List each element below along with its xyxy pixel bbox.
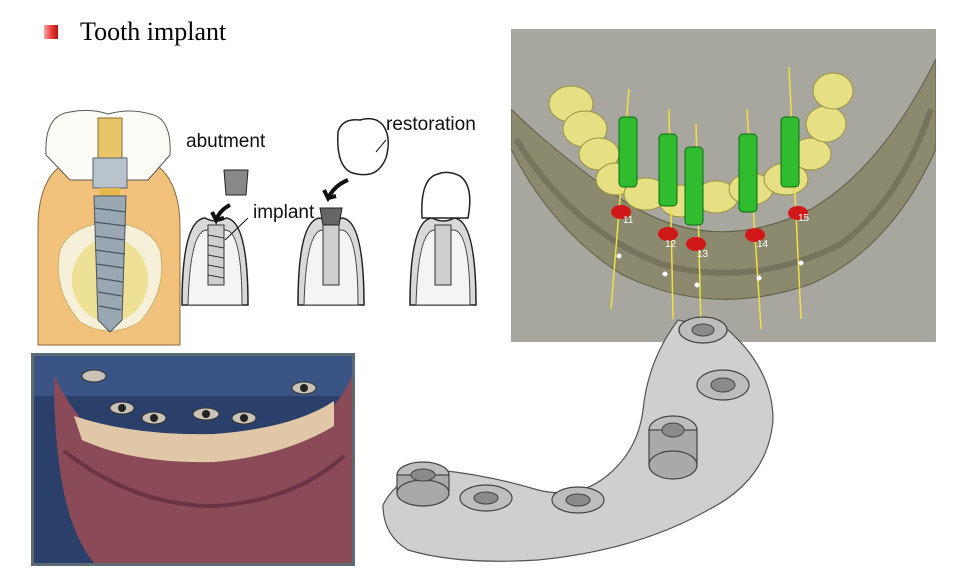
slide-title-row: Tooth implant <box>44 14 226 50</box>
implant-label: implant <box>253 202 315 223</box>
implant-marker-12: 12 <box>665 239 677 250</box>
abutment-step-icon <box>297 178 365 306</box>
implant-marker-15: 15 <box>798 213 810 224</box>
jaw-render-svg: 11 12 13 14 15 <box>511 58 936 330</box>
restoration-label: restoration <box>386 114 476 135</box>
implant-marker-14: 14 <box>757 239 769 250</box>
implant-diagram <box>37 109 477 346</box>
3d-jaw-render: 11 12 13 14 15 <box>511 29 936 342</box>
jaw-photo-icon <box>34 356 352 563</box>
bullet-icon <box>44 25 58 39</box>
slide-title: Tooth implant <box>80 17 227 46</box>
jaw-photo <box>31 353 355 566</box>
implant-marker-11: 11 <box>623 215 634 226</box>
implant-step-icon <box>181 169 249 306</box>
surgical-guide-model-icon <box>382 316 774 562</box>
implant-marker-13: 13 <box>697 249 709 260</box>
abutment-label: abutment <box>186 131 266 152</box>
implant-cross-section-icon <box>37 109 181 346</box>
restoration-step-icon <box>337 117 477 306</box>
